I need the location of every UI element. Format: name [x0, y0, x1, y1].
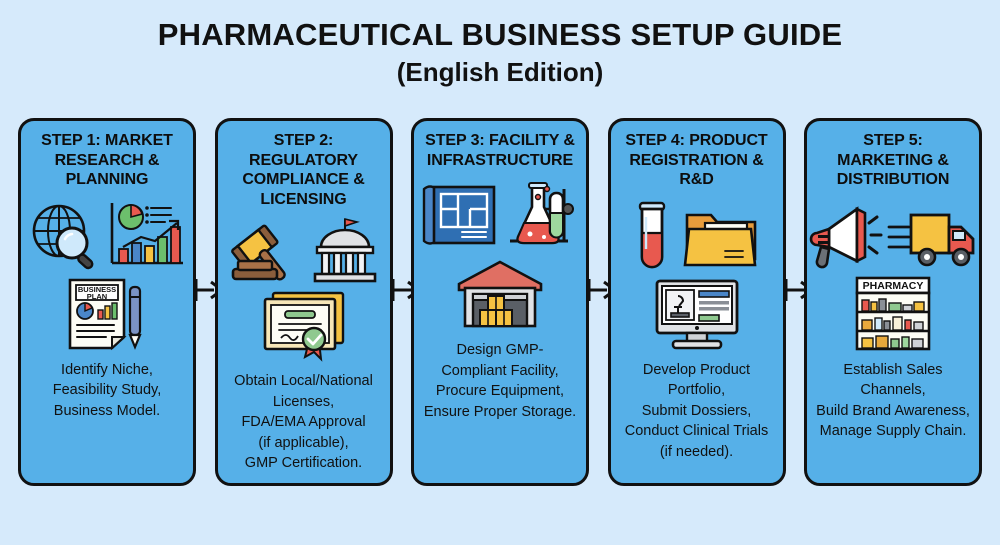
step-1-icons-top [28, 196, 186, 274]
step-5-title: STEP 5: MARKETING & DISTRIBUTION [836, 132, 950, 189]
step-1-body: Identify Niche, Feasibility Study, Busin… [52, 361, 162, 419]
delivery-truck-icon [887, 199, 979, 271]
step-2-icon-mid [225, 289, 383, 363]
test-tube-blood-icon [629, 199, 675, 271]
page-subtitle: (English Edition) [396, 56, 604, 87]
desktop-microscope-research-icon [649, 277, 745, 351]
step-3-title: STEP 3: FACILITY & INFRASTRUCTURE [425, 132, 575, 169]
step-3-icons-top [421, 176, 579, 254]
pharmacy-sign-label: PHARMACY [863, 280, 924, 292]
certificate-seal-icon [257, 289, 351, 363]
step-2-icons-top [225, 215, 383, 287]
step-card-5[interactable]: STEP 5: MARKETING & DISTRIBUTION [804, 118, 982, 486]
step-card-3[interactable]: STEP 3: FACILITY & INFRASTRUCTURE [411, 118, 589, 486]
blueprint-floorplan-icon [418, 179, 498, 251]
step-1-title: STEP 1: MARKET RESEARCH & PLANNING [41, 132, 173, 189]
step-5-icon-mid: PHARMACY [814, 276, 972, 352]
bar-chart-growth-icon [107, 199, 187, 271]
step-1-icon-mid: BUSINESS PLAN [28, 276, 186, 352]
page-title: PHARMACEUTICAL BUSINESS SETUP GUIDE [157, 17, 843, 52]
step-card-2[interactable]: STEP 2: REGULATORY COMPLIANCE & LICENSIN… [214, 118, 393, 486]
step-4-body: Develop Product Portfolio, Submit Dossie… [624, 361, 769, 460]
step-4-title: STEP 4: PRODUCT REGISTRATION & R&D [625, 132, 768, 189]
step-5-icons-top [809, 196, 975, 274]
step-3-body: Design GMP- Compliant Facility, Procure … [423, 342, 577, 420]
step-4-icon-mid [618, 276, 776, 352]
step-4-icons-top [618, 196, 776, 274]
step-5-body: Establish Sales Channels, Build Brand Aw… [816, 361, 970, 440]
lab-flask-testtube-icon [502, 179, 582, 251]
gavel-icon [225, 215, 303, 287]
connector-4 [784, 118, 813, 486]
connector-3 [587, 118, 617, 486]
step-2-title: STEP 2: REGULATORY COMPLIANCE & LICENSIN… [242, 132, 365, 208]
header-block: PHARMACEUTICAL BUSINESS SETUP GUIDE (Eng… [0, 0, 1000, 88]
globe-magnifier-icon [27, 199, 103, 271]
pharmacy-shelf-icon: PHARMACY [843, 276, 943, 352]
step-3-icon-mid [421, 256, 579, 332]
business-plan-document-icon: BUSINESS PLAN [62, 277, 152, 351]
business-plan-label-1: BUSINESS [78, 285, 116, 294]
government-building-icon [307, 215, 383, 287]
warehouse-storage-icon [453, 258, 547, 330]
connector-1 [194, 118, 224, 486]
step-card-1[interactable]: STEP 1: MARKET RESEARCH & PLANNING [18, 118, 196, 486]
business-plan-label-2: PLAN [87, 292, 107, 301]
steps-container: STEP 1: MARKET RESEARCH & PLANNING [18, 118, 982, 486]
step-2-body: Obtain Local/National Licenses, FDA/EMA … [234, 373, 373, 472]
connector-2 [391, 118, 420, 486]
document-folder-icon [679, 199, 765, 271]
megaphone-icon [807, 199, 883, 271]
step-card-4[interactable]: STEP 4: PRODUCT REGISTRATION & R&D [607, 118, 786, 486]
